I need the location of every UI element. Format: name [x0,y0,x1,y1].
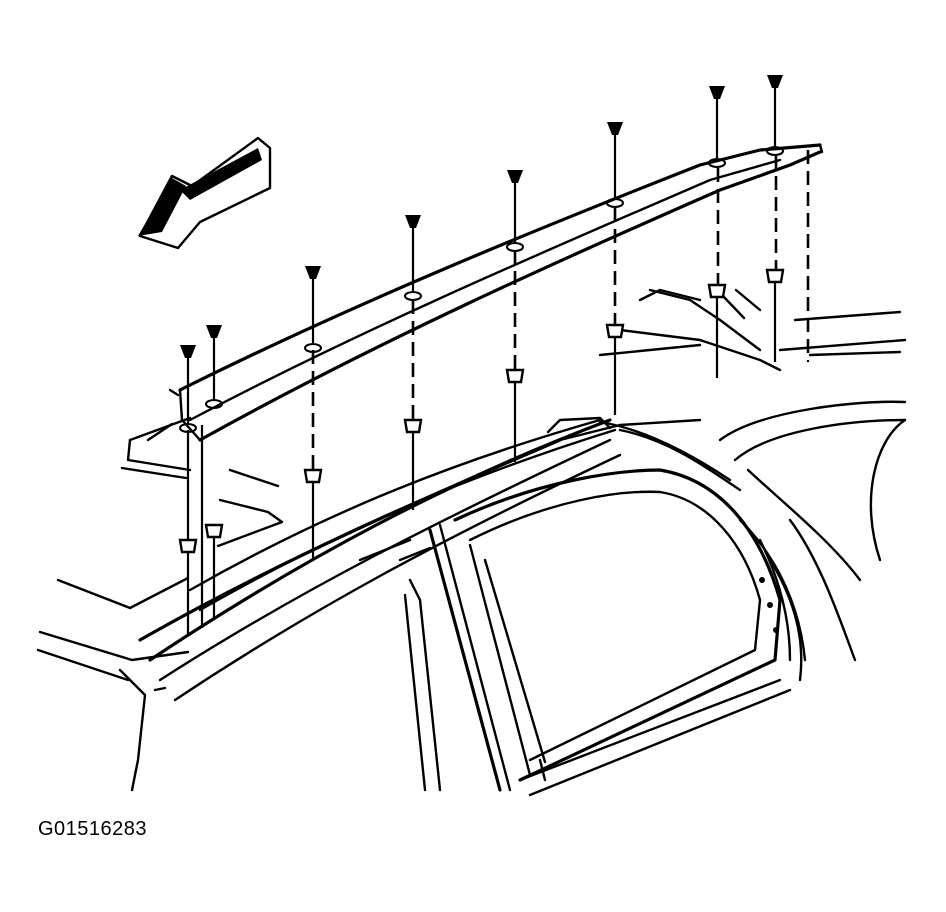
alignment-guide-lines [311,150,810,470]
clip-8 [765,268,785,362]
bolt-3 [304,266,322,353]
bolt-5 [506,170,524,252]
clip-6 [605,323,625,415]
clip-1 [178,430,198,635]
clip-4 [403,418,423,510]
roof-rail-molding [168,143,824,442]
clip-7 [707,283,727,378]
bolt-8 [766,75,784,156]
vehicle-roof-body [36,288,907,797]
clip-5 [505,368,525,462]
clip-2 [200,425,224,628]
bolt-1 [179,345,197,433]
clip-3 [303,468,323,560]
bolt-7 [708,86,726,168]
bolt-6 [606,122,624,208]
upper-fasteners [179,75,784,433]
figure-id-label: G01516283 [38,818,148,840]
retainer-clips [178,268,810,635]
bolt-2 [205,325,223,409]
front-direction-arrow [138,136,272,250]
bolt-4 [404,215,422,301]
